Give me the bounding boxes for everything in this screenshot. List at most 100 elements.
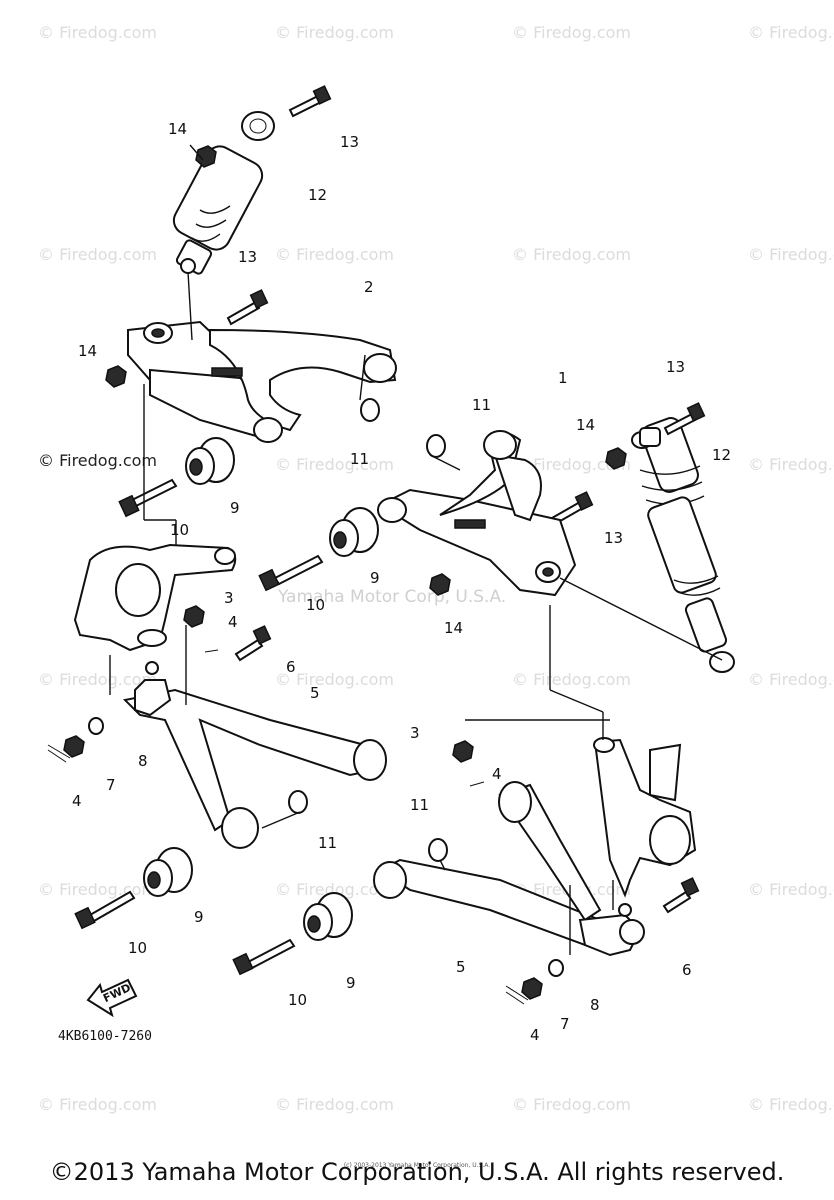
watermark: © Firedog.com [275,670,394,689]
bolt-10-right-upper [258,554,324,592]
callout-14-a: 14 [168,120,187,138]
callout-14-c: 14 [576,416,595,434]
watermark: © Firedog.com [512,245,631,264]
watermark: © Firedog.com [748,455,834,474]
cotter-pin-4-right-lower [505,985,529,1005]
cotter-pin-4-right-upper [469,781,485,787]
small-copyright: (c) 2003-2013 Yamaha Motor Corporation, … [343,1162,491,1169]
upper-arm-right [377,430,577,597]
callout-9-c: 9 [370,569,380,587]
diagram-code: 4KB6100-7260 [58,1029,152,1044]
callout-labels: 14 13 12 13 2 14 11 9 10 3 4 6 5 8 7 4 1… [72,120,731,1044]
watermark: © Firedog.com [275,23,394,42]
steering-knuckle-left [73,543,237,652]
watermark: © Firedog.com [275,880,394,899]
callout-13-c: 13 [666,358,685,376]
watermark: © Firedog.com [38,880,157,899]
nut-3-right [452,740,474,763]
watermark: © Firedog.com [275,245,394,264]
bushing-9-right-upper [329,507,379,557]
bolt-6-right [662,877,700,914]
watermark: © Firedog.com [748,670,834,689]
callout-4-c: 4 [492,765,502,783]
watermark: © Firedog.com [748,245,834,264]
callout-5-b: 5 [456,958,466,976]
callout-3-a: 3 [224,589,234,607]
callout-10-c: 10 [306,596,325,614]
callout-8-a: 8 [138,752,148,770]
callout-10-a: 10 [170,521,189,539]
callout-12-b: 12 [712,446,731,464]
fwd-arrow: FWD [86,978,138,1018]
watermark-center: Yamaha Motor Corp, U.S.A. [277,587,506,607]
callout-7-b: 7 [560,1015,570,1033]
watermark: © Firedog.com [512,1095,631,1114]
callout-14-b: 14 [78,342,97,360]
bushing-9-left-lower [143,847,193,897]
watermark: © Firedog.com [512,455,631,474]
callout-4-b: 4 [72,792,82,810]
callout-9-a: 9 [230,499,240,517]
nut-14-left-mid [105,365,127,388]
watermark: © Firedog.com [512,670,631,689]
collar-11-left-upper [360,398,380,422]
shock-absorber-right [631,417,735,673]
bolt-13-left-mid [226,289,269,326]
watermark: © Firedog.com [275,1095,394,1114]
callout-13-b: 13 [238,248,257,266]
callout-8-b: 8 [590,996,600,1014]
nut-7-left [63,735,85,758]
watermark-dark: © Firedog.com [38,451,157,470]
callout-13-a: 13 [340,133,359,151]
callout-11-a: 11 [350,450,369,468]
bolt-13-left-top [288,85,332,118]
callout-5-a: 5 [310,684,320,702]
lower-arm-right [373,781,645,957]
callout-7-a: 7 [106,776,116,794]
upper-arm-left [127,320,397,443]
steering-knuckle-right [593,737,697,898]
callout-11-b: 11 [318,834,337,852]
callout-3-b: 3 [410,724,420,742]
cotter-pin-4-left-upper [204,649,219,653]
callout-10-d: 10 [288,991,307,1009]
callout-1: 1 [558,369,568,387]
bushing-9-left-upper [185,437,235,485]
watermark: © Firedog.com [38,245,157,264]
callout-11-d: 11 [410,796,429,814]
bolt-10-left-lower [74,890,136,930]
watermark: © Firedog.com [512,23,631,42]
watermark: © Firedog.com [38,670,157,689]
collar-11-right-upper [426,434,446,458]
nut-14-right-mid [429,573,451,596]
leader-lines [109,144,723,955]
watermark: © Firedog.com [748,1095,834,1114]
nut-14-right-top [605,447,627,470]
watermark: © Firedog.com [275,455,394,474]
nut-3-left [183,605,205,628]
watermark-layer: © Firedog.com © Firedog.com © Firedog.co… [38,23,834,1114]
watermark: © Firedog.com [38,1095,157,1114]
callout-4-a: 4 [228,613,238,631]
callout-6-b: 6 [682,961,692,979]
callout-9-d: 9 [346,974,356,992]
callout-6-a: 6 [286,658,296,676]
callout-13-d: 13 [604,529,623,547]
nut-7-right [521,977,543,1000]
callout-12-a: 12 [308,186,327,204]
bolt-6-left [234,625,272,662]
bolt-10-right-lower [232,938,296,976]
collar-11-right-lower [428,838,448,862]
callout-10-b: 10 [128,939,147,957]
watermark: © Firedog.com [38,23,157,42]
nut-14-left-top [195,145,217,168]
callout-2: 2 [364,278,374,296]
washer-8-right [548,959,564,977]
callout-14-d: 14 [444,619,463,637]
washer-8-left [88,717,104,735]
callout-11-c: 11 [472,396,491,414]
watermark: © Firedog.com [748,23,834,42]
callout-9-b: 9 [194,908,204,926]
